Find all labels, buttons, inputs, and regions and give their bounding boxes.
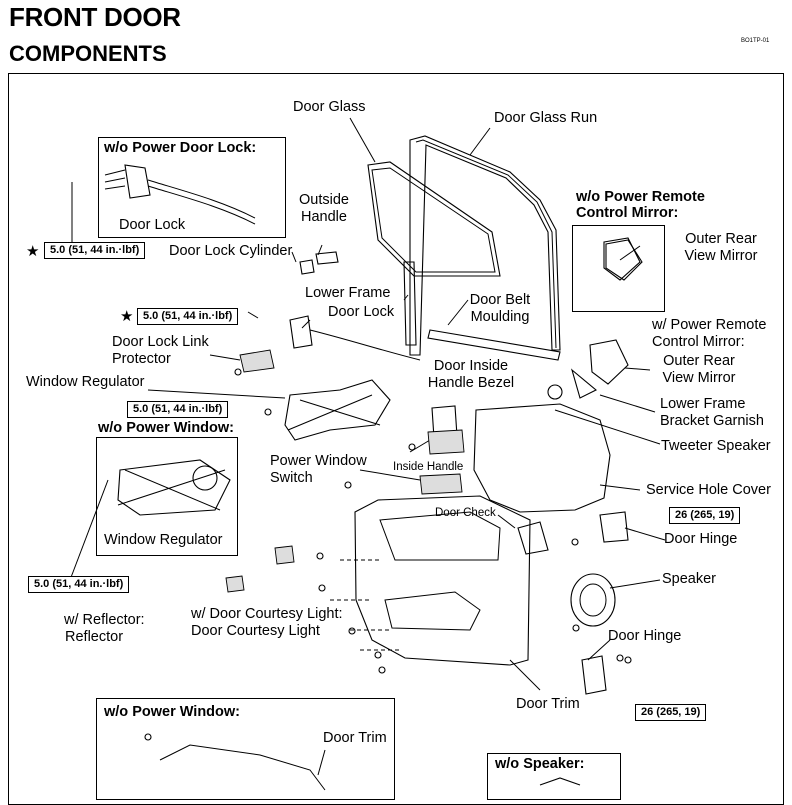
torque-spec-4: 5.0 (51, 44 in.·lbf) [28, 576, 130, 593]
label-door-inside-handle-bezel: Door Inside Handle Bezel [427, 358, 515, 391]
label-window-regulator: Window Regulator [26, 374, 145, 390]
label-door-trim: Door Trim [516, 696, 580, 712]
wo-power-door-lock-box [98, 137, 286, 238]
label-door-check: Door Check [435, 507, 496, 519]
label-door-hinge-2: Door Hinge [608, 628, 682, 644]
label-tweeter-speaker: Tweeter Speaker [661, 438, 771, 454]
label-w-reflector: w/ Reflector: [64, 612, 145, 628]
door-glass-shape [367, 161, 501, 277]
label-door-trim-box: Door Trim [323, 730, 387, 746]
label-door-hinge-1: Door Hinge [664, 531, 738, 547]
label-w-courtesy-light: w/ Door Courtesy Light: [191, 606, 343, 622]
label-door-lock-link-protector: Door Lock Link Protector [112, 334, 209, 367]
wo-power-window-heading-2: w/o Power Window: [104, 704, 241, 720]
wo-power-remote-mirror-heading: w/o Power Remote Control Mirror: [576, 189, 705, 221]
torque-spec-2: 5.0 (51, 44 in.·lbf) [137, 308, 239, 325]
door-trim-shape [354, 495, 531, 666]
label-door-lock: Door Lock [328, 304, 395, 320]
page-title: FRONT DOOR [9, 2, 181, 32]
door-glass-run-shape [409, 135, 561, 356]
label-power-window-switch: Power Window Switch [270, 453, 367, 486]
label-outside-handle: Outside Handle [299, 192, 349, 225]
wo-power-door-lock-heading: w/o Power Door Lock: [104, 140, 257, 156]
label-door-glass-run: Door Glass Run [494, 110, 598, 126]
label-speaker: Speaker [662, 571, 717, 587]
label-door-belt-moulding: Door Belt Moulding [469, 292, 531, 325]
torque-spec-1: 5.0 (51, 44 in.·lbf) [44, 242, 146, 259]
label-service-hole-cover: Service Hole Cover [646, 482, 771, 498]
wo-power-remote-mirror-box [572, 225, 665, 312]
label-door-glass: Door Glass [293, 99, 366, 115]
star-icon: ★ [26, 243, 40, 260]
label-w-power-remote-mirror: w/ Power Remote Control Mirror: [652, 317, 767, 350]
label-door-lock-cylinder: Door Lock Cylinder [169, 243, 293, 259]
torque-spec-3: 5.0 (51, 44 in.·lbf) [127, 401, 229, 418]
service-hole-cover-shape [473, 403, 611, 513]
page-subtitle: COMPONENTS [9, 41, 167, 66]
door-belt-moulding-shape [427, 329, 561, 361]
label-reflector: Reflector [65, 629, 124, 645]
doc-code: BO1TP-01 [741, 38, 770, 44]
star-icon: ★ [120, 308, 134, 325]
torque-spec-5: 26 (265, 19) [669, 507, 741, 524]
torque-spec-6: 26 (265, 19) [635, 704, 707, 721]
label-door-lock-box: Door Lock [119, 217, 186, 233]
label-inside-handle: Inside Handle [393, 461, 464, 473]
window-regulator-shape [284, 379, 391, 441]
label-door-courtesy-light: Door Courtesy Light [191, 623, 320, 639]
label-lower-frame: Lower Frame [305, 285, 391, 301]
label-outer-rear-view-mirror-1: Outer Rear View Mirror [684, 231, 758, 264]
label-outer-rear-view-mirror-2: Outer Rear View Mirror [662, 353, 736, 386]
speaker-shape [570, 573, 616, 627]
wo-power-window-box [96, 437, 238, 556]
wo-power-window-heading: w/o Power Window: [98, 420, 235, 436]
label-window-regulator-box: Window Regulator [104, 532, 223, 548]
wo-speaker-heading: w/o Speaker: [495, 756, 585, 772]
label-lower-frame-bracket-garnish: Lower Frame Bracket Garnish [660, 396, 764, 429]
